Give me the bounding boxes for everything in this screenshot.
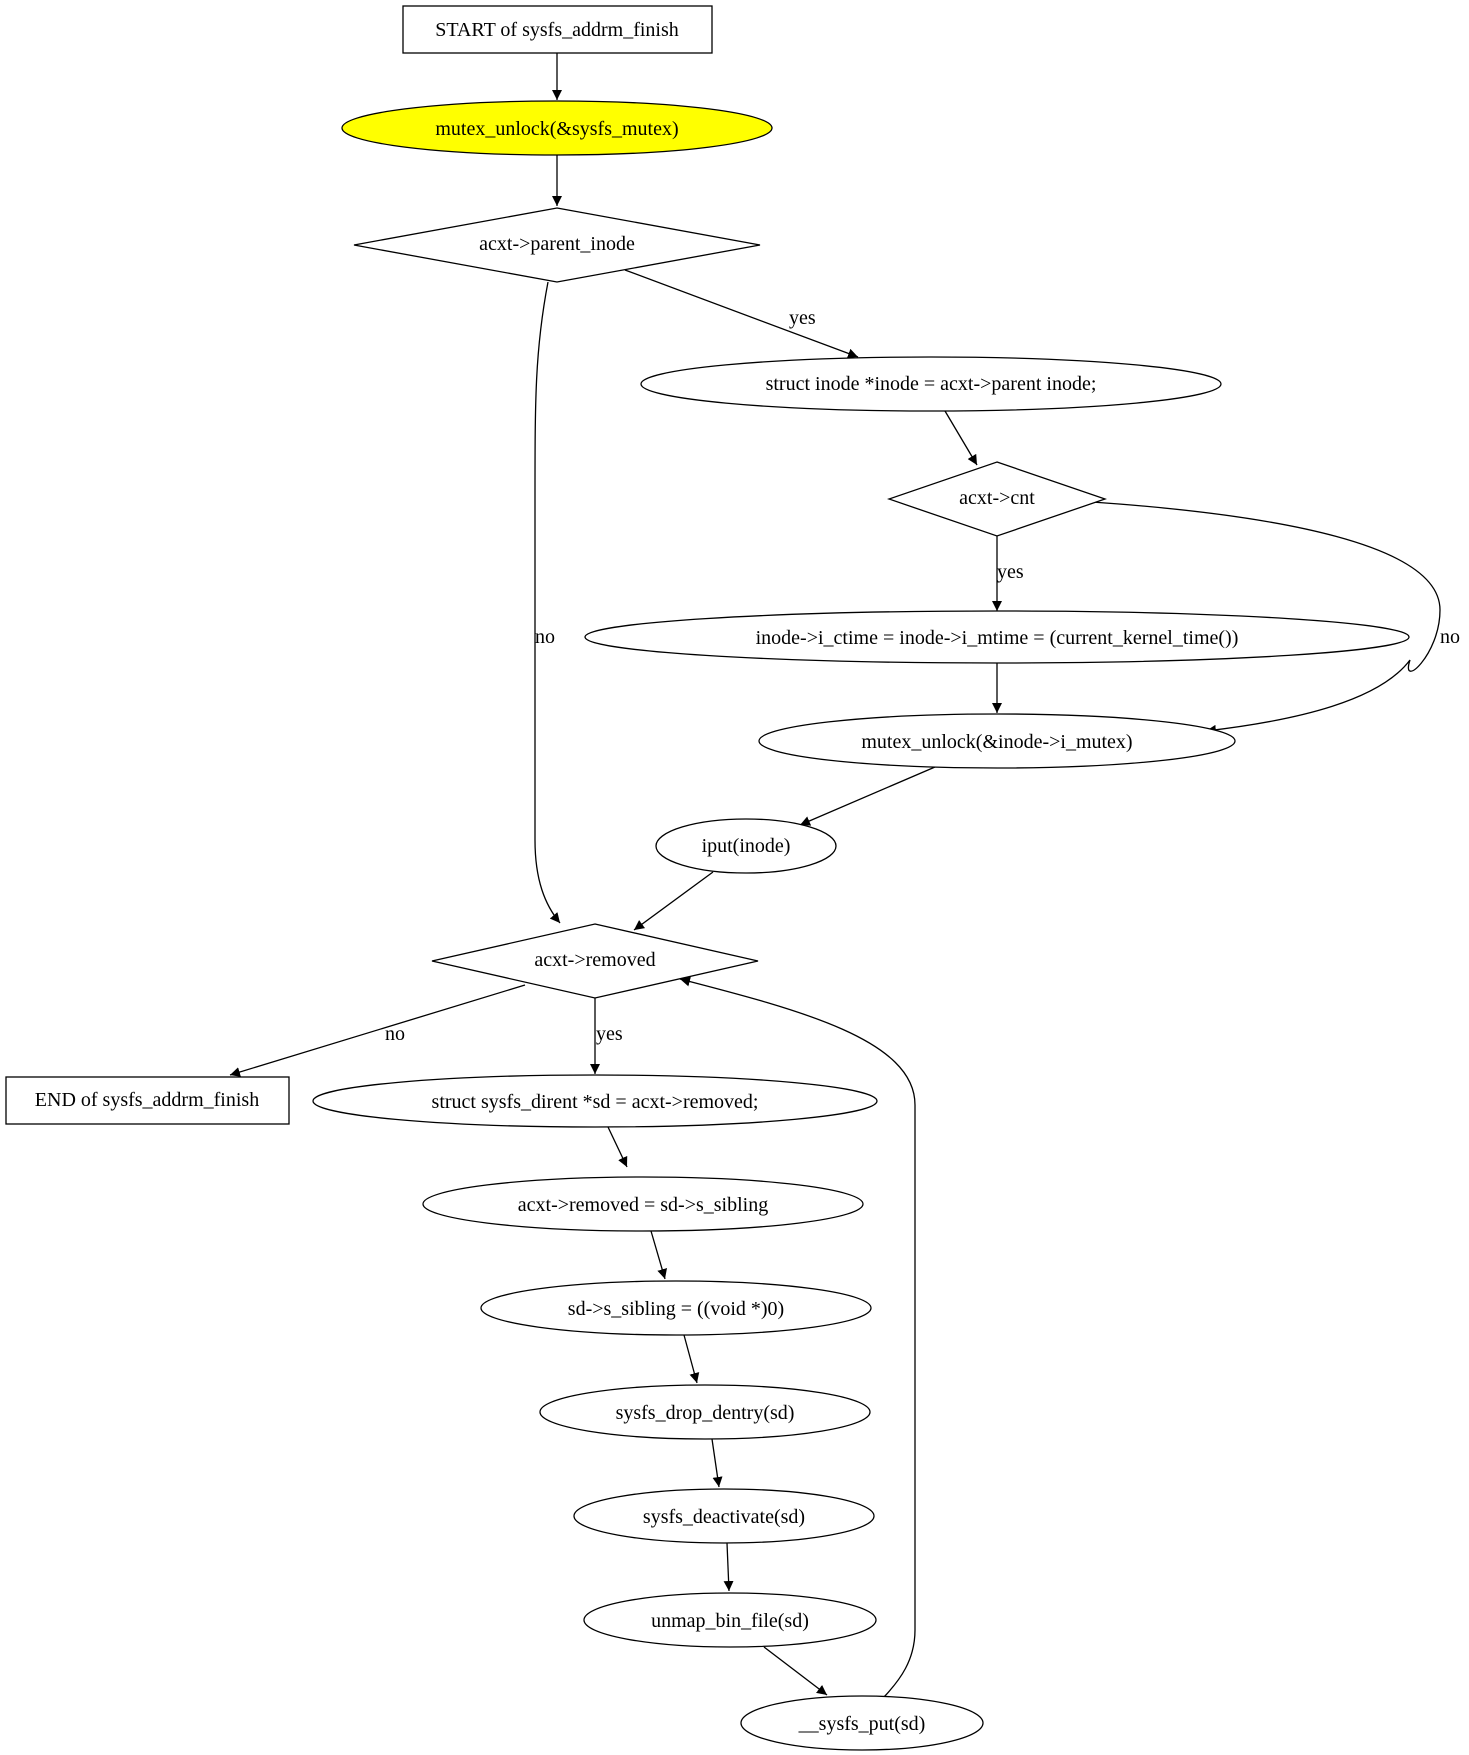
edge-removed-no: [229, 984, 526, 1077]
unmap-node-label: unmap_bin_file(sd): [651, 1610, 809, 1632]
edge-clear-to-drop: [683, 1334, 700, 1384]
edge-drop-to-deactivate: [711, 1438, 723, 1488]
edge-unmap-to-put: [763, 1646, 828, 1696]
iput-node: iput(inode): [655, 818, 837, 874]
assign-sd-node: struct sysfs_dirent *sd = acxt->removed;: [312, 1074, 878, 1128]
edge-assign-to-cnt: [944, 410, 978, 466]
removed-decision: acxt->removed: [431, 923, 759, 999]
unlock-sysfs-node: mutex_unlock(&sysfs_mutex): [341, 100, 773, 156]
clear-sibling-node: sd->s_sibling = ((void *)0): [480, 1280, 872, 1336]
edge-cnt-no: [1091, 501, 1441, 735]
deactivate-node-label: sysfs_deactivate(sd): [643, 1506, 805, 1528]
end-node-label: END of sysfs_addrm_finish: [35, 1089, 259, 1111]
edge-label-removed-no: no: [385, 1023, 405, 1045]
edge-unlock-to-iput: [799, 766, 936, 826]
drop-dentry-node: sysfs_drop_dentry(sd): [539, 1384, 871, 1440]
edge-advance-to-clear: [650, 1230, 667, 1280]
edge-parent-yes: [624, 269, 859, 359]
set-ctime-node-label: inode->i_ctime = inode->i_mtime = (curre…: [756, 627, 1239, 649]
drop-dentry-node-label: sysfs_drop_dentry(sd): [616, 1402, 795, 1424]
advance-removed-node: acxt->removed = sd->s_sibling: [422, 1176, 864, 1232]
edge-label-parent-no: no: [535, 626, 555, 648]
put-node: __sysfs_put(sd): [740, 1695, 984, 1751]
edge-put-loop-back: [679, 976, 916, 1698]
parent-inode-decision-label: acxt->parent_inode: [479, 233, 635, 255]
edge-label-cnt-no: no: [1440, 626, 1460, 648]
edge-sd-to-advance: [607, 1126, 628, 1168]
start-node: START of sysfs_addrm_finish: [402, 5, 713, 54]
parent-inode-decision: acxt->parent_inode: [353, 207, 761, 283]
unlock-inode-node-label: mutex_unlock(&inode->i_mutex): [861, 731, 1132, 753]
edge-labels: yes no yes no no yes: [385, 307, 1460, 1045]
assign-inode-node-label: struct inode *inode = acxt->parent inode…: [766, 373, 1097, 395]
edge-label-cnt-yes: yes: [997, 561, 1024, 583]
start-node-label: START of sysfs_addrm_finish: [435, 19, 679, 41]
advance-removed-node-label: acxt->removed = sd->s_sibling: [518, 1194, 768, 1216]
edge-label-removed-yes: yes: [596, 1023, 623, 1045]
edges: [229, 53, 1441, 1698]
edge-deactivate-to-unmap: [723, 1542, 734, 1592]
deactivate-node: sysfs_deactivate(sd): [573, 1488, 875, 1544]
edge-label-parent-yes: yes: [789, 307, 816, 329]
cnt-decision-label: acxt->cnt: [959, 487, 1035, 509]
assign-sd-node-label: struct sysfs_dirent *sd = acxt->removed;: [432, 1091, 759, 1113]
nodes: START of sysfs_addrm_finish mutex_unlock…: [5, 5, 1410, 1751]
clear-sibling-node-label: sd->s_sibling = ((void *)0): [568, 1298, 784, 1320]
set-ctime-node: inode->i_ctime = inode->i_mtime = (curre…: [584, 610, 1410, 664]
edge-parent-no: [534, 281, 561, 924]
iput-node-label: iput(inode): [702, 835, 791, 857]
end-node: END of sysfs_addrm_finish: [5, 1076, 290, 1125]
unmap-node: unmap_bin_file(sd): [583, 1592, 877, 1648]
removed-decision-label: acxt->removed: [534, 949, 655, 971]
unlock-inode-node: mutex_unlock(&inode->i_mutex): [758, 713, 1236, 769]
assign-inode-node: struct inode *inode = acxt->parent inode…: [640, 356, 1222, 412]
put-node-label: __sysfs_put(sd): [798, 1713, 926, 1735]
cnt-decision: acxt->cnt: [886, 461, 1108, 537]
unlock-sysfs-node-label: mutex_unlock(&sysfs_mutex): [435, 118, 678, 140]
edge-iput-to-removed: [633, 871, 714, 931]
